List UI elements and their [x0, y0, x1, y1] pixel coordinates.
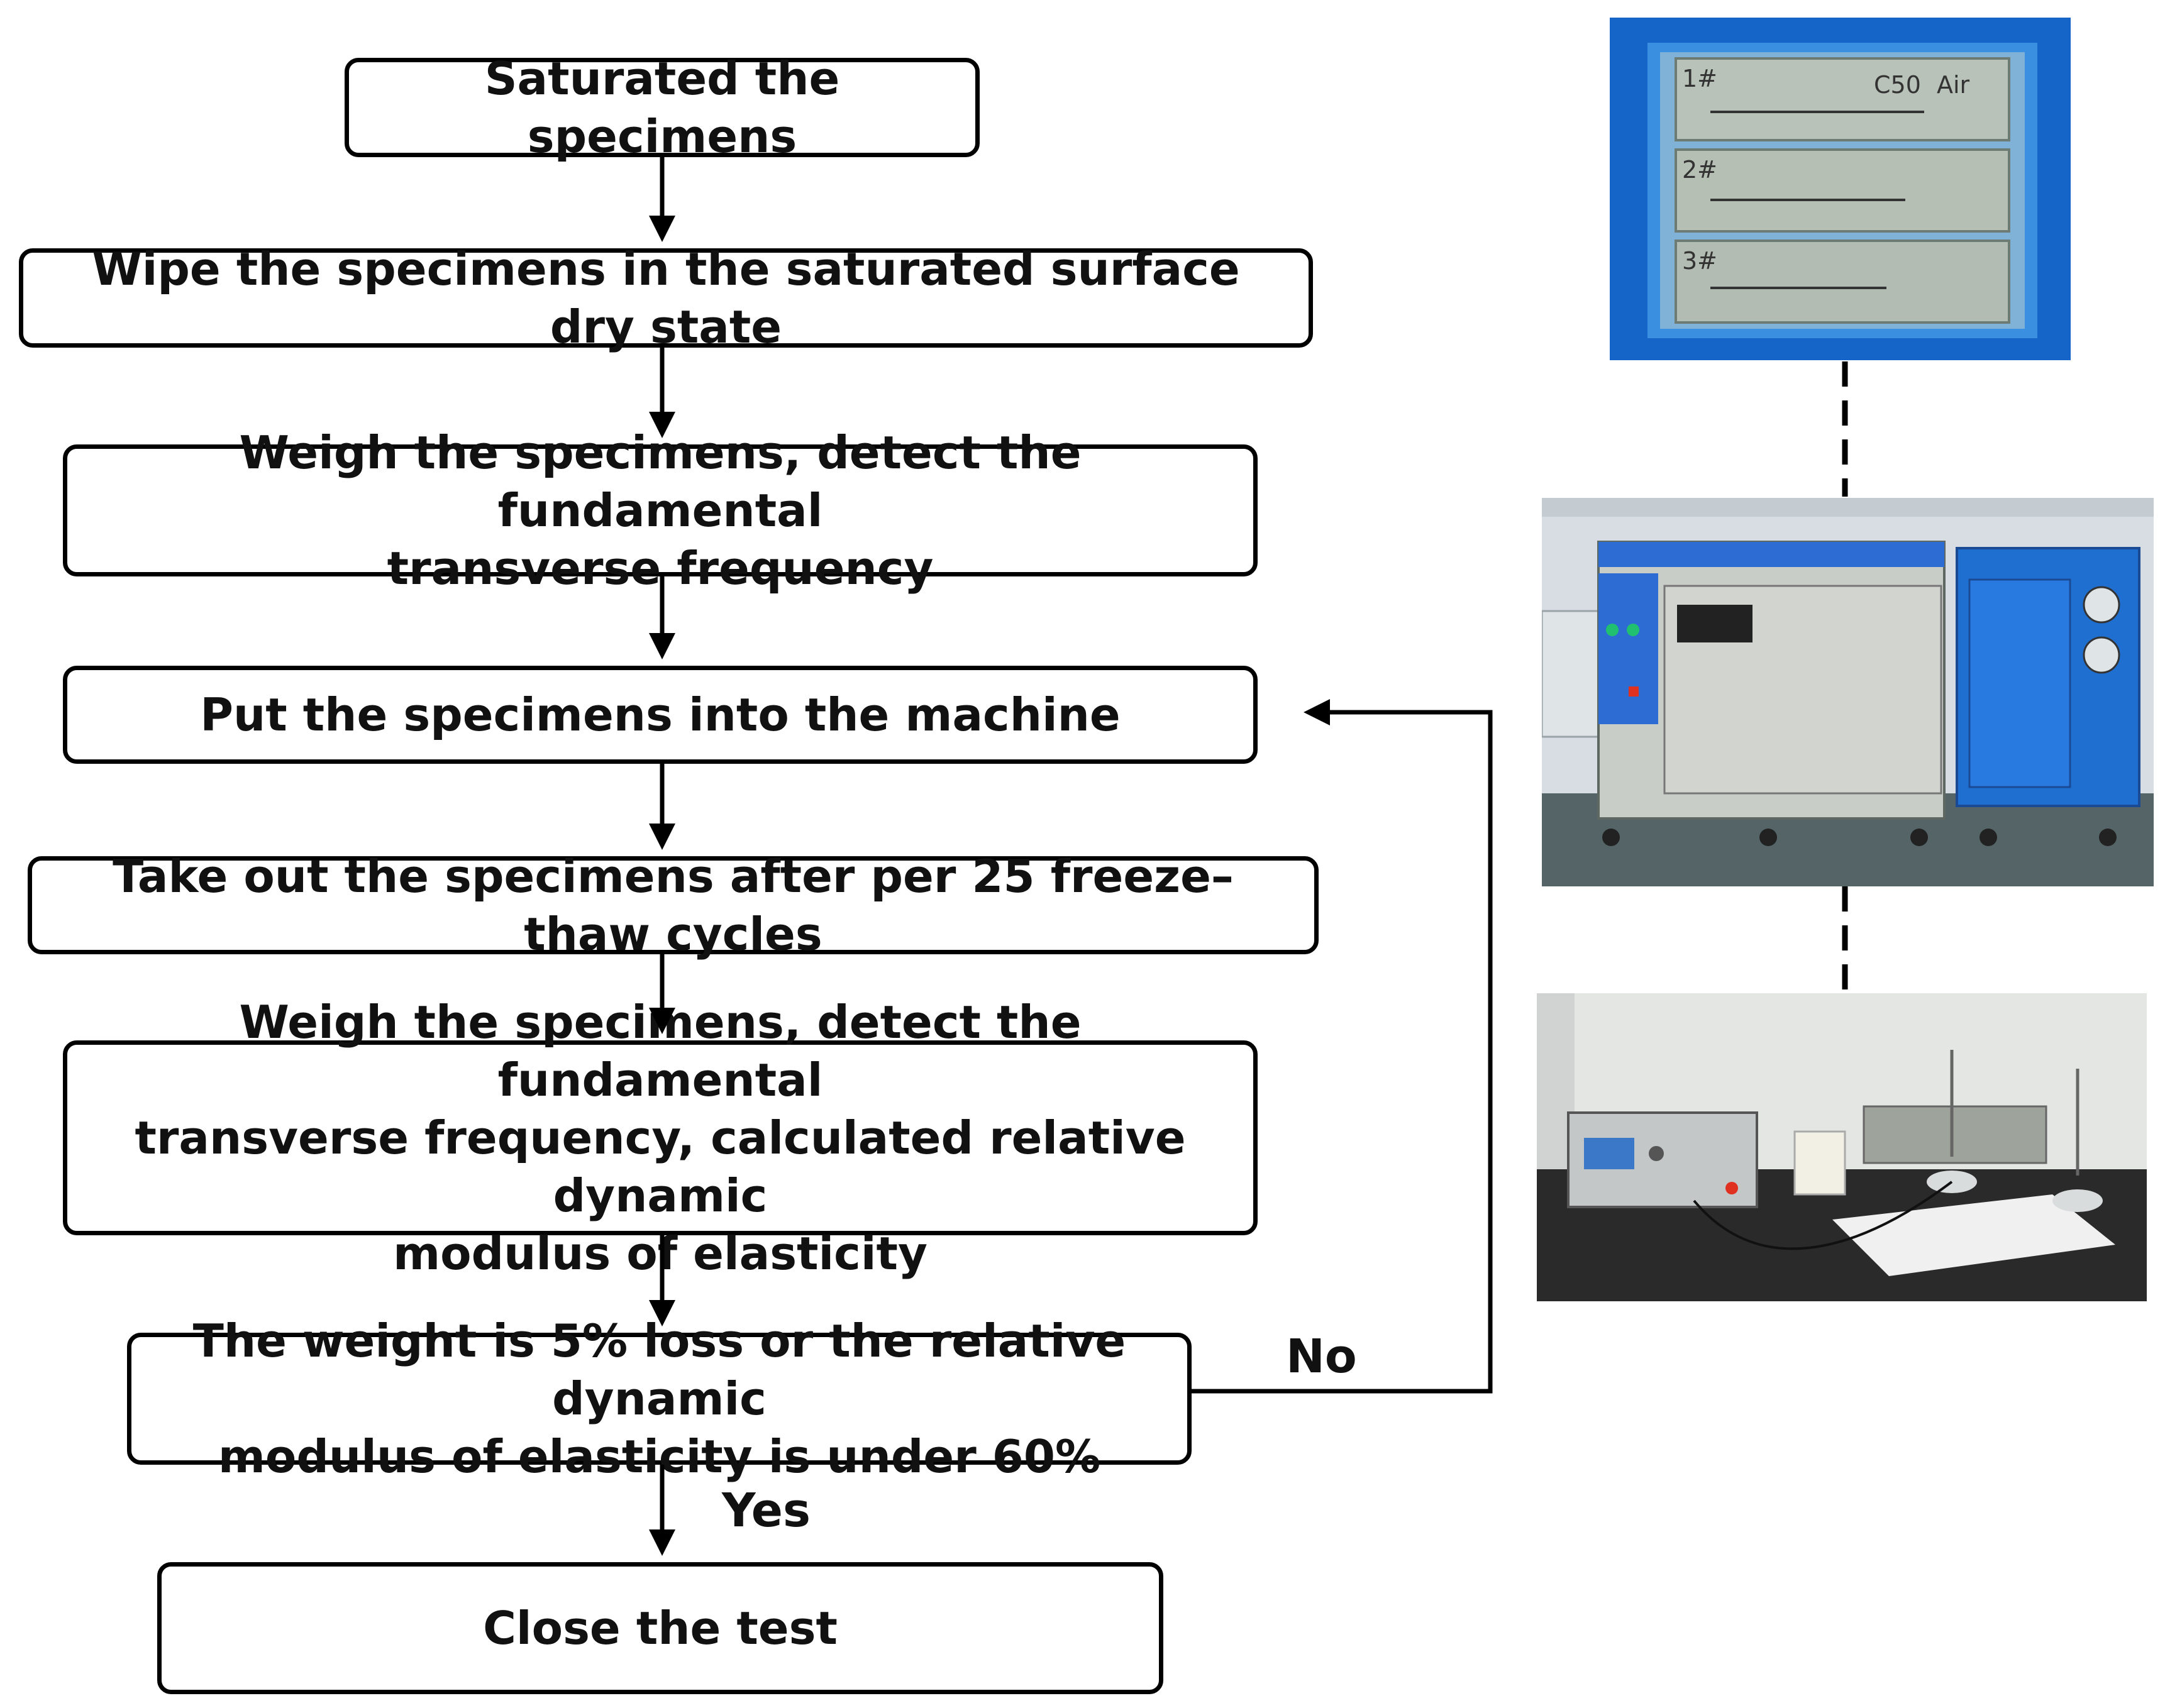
step-saturate: Saturated the specimens [345, 52, 980, 163]
specimen-label-2: 2# [1682, 156, 1717, 184]
step-text: Take out the specimens after per 25 free… [113, 850, 1234, 961]
step-text: Close the test [483, 1602, 838, 1655]
specimen-mark-air: Air [1937, 71, 1970, 99]
specimen-label-3: 3# [1682, 247, 1717, 275]
step-take-out: Take out the specimens after per 25 free… [28, 850, 1319, 961]
step-close-test: Close the test [157, 1562, 1163, 1694]
photo-freeze-thaw-machine [1542, 498, 2154, 886]
step-text: Wipe the specimens in the saturated surf… [92, 243, 1240, 353]
step-text: Saturated the specimens [484, 52, 840, 163]
step-put-into-machine: Put the specimens into the machine [63, 666, 1258, 764]
photo-dynamic-modulus-tester [1537, 993, 2147, 1301]
arrow-no-loop [1192, 699, 1493, 1394]
step-text: transverse frequency, calculated relativ… [135, 1111, 1186, 1222]
decision-box: The weight is 5% loss or the relative dy… [127, 1314, 1192, 1483]
photo-specimens-in-water: 1# 2# 3# C50 Air [1610, 18, 2071, 360]
label-no: No [1286, 1330, 1357, 1384]
specimen-mark-c50: C50 [1874, 71, 1921, 99]
step-weigh-calculate: Weigh the specimens, detect the fundamen… [63, 996, 1258, 1280]
label-yes: Yes [722, 1484, 811, 1538]
specimen-label-1: 1# [1682, 65, 1717, 92]
step-text: modulus of elasticity is under 60% [218, 1430, 1101, 1483]
step-wipe: Wipe the specimens in the saturated surf… [19, 243, 1313, 353]
step-text: Put the specimens into the machine [200, 688, 1121, 741]
